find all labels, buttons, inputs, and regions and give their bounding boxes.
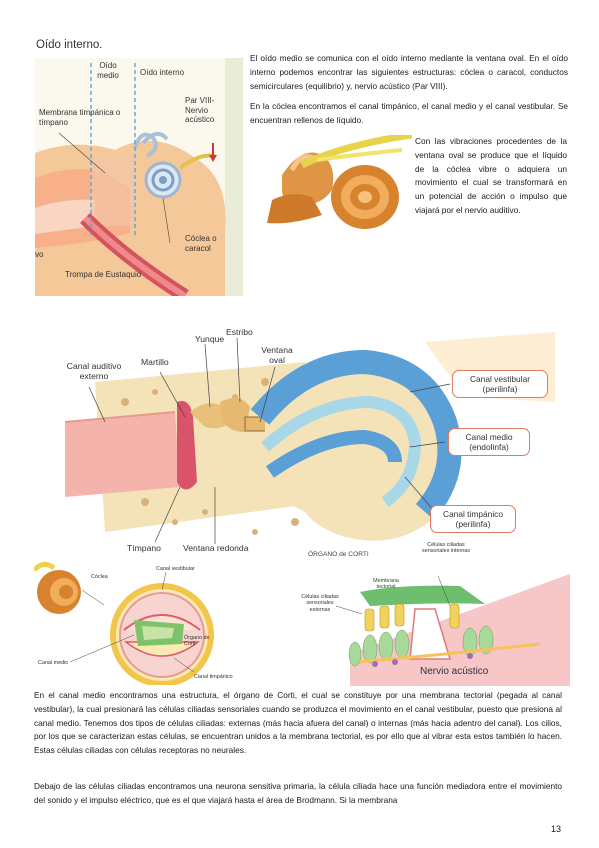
label-celulas-internas: Células ciliadas sensoriales internas — [422, 542, 470, 555]
figure-cochlea-section: Cóclea Canal vestibular Órgano de Corti … — [34, 560, 259, 685]
label-coclea: Cóclea o caracol — [185, 234, 217, 253]
figure-cochlea-canals: Canal auditivo externo Martillo Yunque E… — [65, 322, 575, 562]
figure-ear-cross-section: Oído medio Oído interno Membrana timpáni… — [35, 58, 243, 296]
label-canal-vestibular-small: Canal vestibular — [156, 566, 195, 572]
paragraph-cochlea-canals: En la cóclea encontramos el canal timpán… — [250, 101, 568, 125]
label-box-canal-vestibular: Canal vestibular (perilinfa) — [452, 370, 548, 398]
label-nervio-acustico: Nervio acústico — [420, 666, 489, 677]
label-timpano: Tímpano — [127, 543, 161, 553]
label-box-canal-timpanico: Canal timpánico (perilinfa) — [430, 505, 516, 533]
label-martillo: Martillo — [141, 357, 169, 367]
label-coclea-small: Cóclea — [91, 574, 108, 580]
label-trompa: Trompa de Eustaquio — [65, 270, 142, 279]
label-canal-medio-small: Canal medio — [38, 660, 69, 666]
label-organo-corti-title: ÓRGANO de CORTI — [308, 551, 369, 558]
paragraph-neurona-sensitiva: Debajo de las células ciliadas encontram… — [34, 781, 562, 805]
label-organo-small: Órgano de Corti — [184, 635, 210, 648]
figure-cochlea-3d — [262, 135, 412, 235]
figure-organo-corti: ÓRGANO de CORTI Células ciliadas sensori… — [300, 542, 570, 686]
label-membrana-tectorial: Membrana tectorial — [373, 578, 399, 591]
label-ventana-oval: Ventana oval — [261, 345, 293, 365]
label-box-canal-medio: Canal medio (endolinfa) — [448, 428, 530, 456]
label-estribo: Estribo — [226, 327, 253, 337]
label-canal-timpanico-small: Canal timpánico — [194, 674, 233, 680]
label-canal-auditivo: Canal auditivo externo — [66, 361, 122, 381]
label-oido-interno: Oído interno — [140, 68, 185, 77]
paragraph-vibrations: Con las vibraciones procedentes de la ve… — [415, 136, 567, 215]
label-vo: vo — [35, 250, 44, 259]
page-number: 13 — [550, 824, 561, 834]
label-membrana-timpanica: Membrana timpánica o tímpano — [39, 108, 121, 127]
label-par-viii: Par VIII- Nervio acústico — [185, 96, 215, 124]
label-oido-medio: Oído medio — [97, 61, 119, 80]
paragraph-organo-corti: En el canal medio encontramos una estruc… — [34, 690, 562, 756]
paragraph-intro: El oído medio se comunica con el oído in… — [250, 53, 568, 91]
section-title: Oído interno. — [36, 39, 103, 51]
label-yunque: Yunque — [195, 334, 225, 344]
label-ventana-redonda: Ventana redonda — [183, 543, 249, 553]
label-celulas-externas: Células ciliadas sensoriales externas — [301, 594, 339, 613]
